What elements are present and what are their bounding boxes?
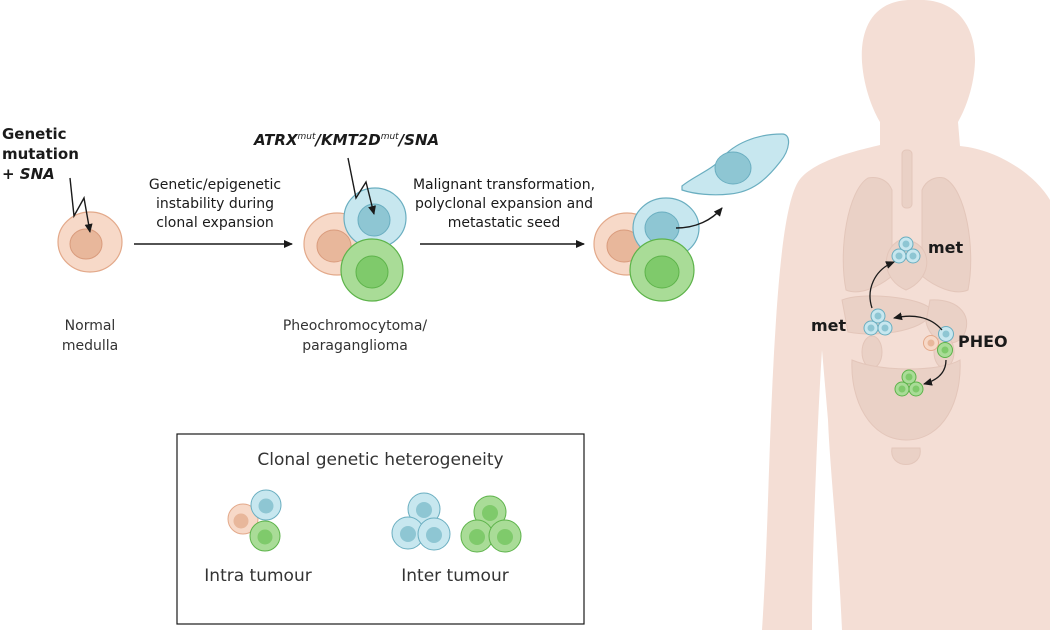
pheo-stage-label: Pheochromocytoma/ paraganglioma [270,316,440,356]
arrow2-caption-line3: metastatic seed [447,215,561,231]
mutation-label-line1: Genetic mutation [2,125,79,163]
arrow1-caption-line2: instability during [155,196,275,212]
normal-medulla-label: Normal medulla [40,316,140,356]
legend-inter-cluster-blue [391,492,451,551]
legend-title: Clonal genetic heterogeneity [257,450,504,470]
arrow1-caption-line1: Genetic/epigenetic [148,177,282,193]
normal-label-line1: Normal [64,318,116,334]
migrating-cell [681,133,790,196]
gene-mutation-label: ATRXmut/KMT2Dmut/SNA [254,130,494,150]
met-upper-label: met [928,238,964,257]
met-cluster-upper [891,236,921,264]
met-left-to-upper-arrow [869,261,895,309]
atrx-text: ATRX [254,131,298,149]
pheo-label: PHEO [958,332,1008,351]
pheo-label-line2: paraganglioma [302,338,408,354]
legend-inter-label: Inter tumour [401,566,509,586]
kmt2d-sup: mut [380,132,399,142]
arrow2-caption-line1: Malignant transformation, [412,177,596,193]
arrow2-caption: Malignant transformation, polyclonal exp… [406,176,602,233]
legend-intra-label: Intra tumour [204,566,312,586]
normal-label-line2: medulla [61,338,119,354]
pheo-tumour-cluster [303,187,407,302]
kmt2d-text: KMT2D [321,131,381,149]
separator-1: / [315,131,322,149]
lung-left [842,177,893,293]
kidney-left [861,335,883,369]
malignant-tumour-cluster [593,197,700,302]
normal-medulla-cell [57,211,123,273]
plus-sign: + [2,165,20,183]
legend-intra-cluster [227,489,282,552]
separator-2: / [398,131,405,149]
mutation-lightning-1 [69,177,93,233]
sna-text: SNA [19,165,55,183]
pheo-to-met-left-arrow [893,312,943,331]
mutation-label-line2: + SNA [2,164,142,184]
met-cluster-green [894,369,924,397]
pheo-primary-cluster [923,326,954,358]
arrow1-caption: Genetic/epigenetic instability during cl… [130,176,300,233]
lung-right [921,177,972,293]
mutation-label: Genetic mutation + SNA [2,124,142,184]
pheo-to-green-arrow [923,359,947,386]
mutation-lightning-2 [347,157,376,215]
met-cluster-left [863,308,893,336]
stomach [925,299,968,344]
bladder [891,447,921,465]
legend-inter-cluster-green [460,495,522,553]
arrow2-caption-line2: polyclonal expansion and [415,196,593,212]
atrx-sup: mut [297,132,316,142]
pheo-label-line1: Pheochromocytoma/ [282,318,428,334]
sna-text-2: SNA [404,131,440,149]
arrow1-caption-line3: clonal expansion [156,215,274,231]
trachea [901,149,913,209]
migration-arrow [675,207,723,229]
met-left-label: met [811,316,847,335]
